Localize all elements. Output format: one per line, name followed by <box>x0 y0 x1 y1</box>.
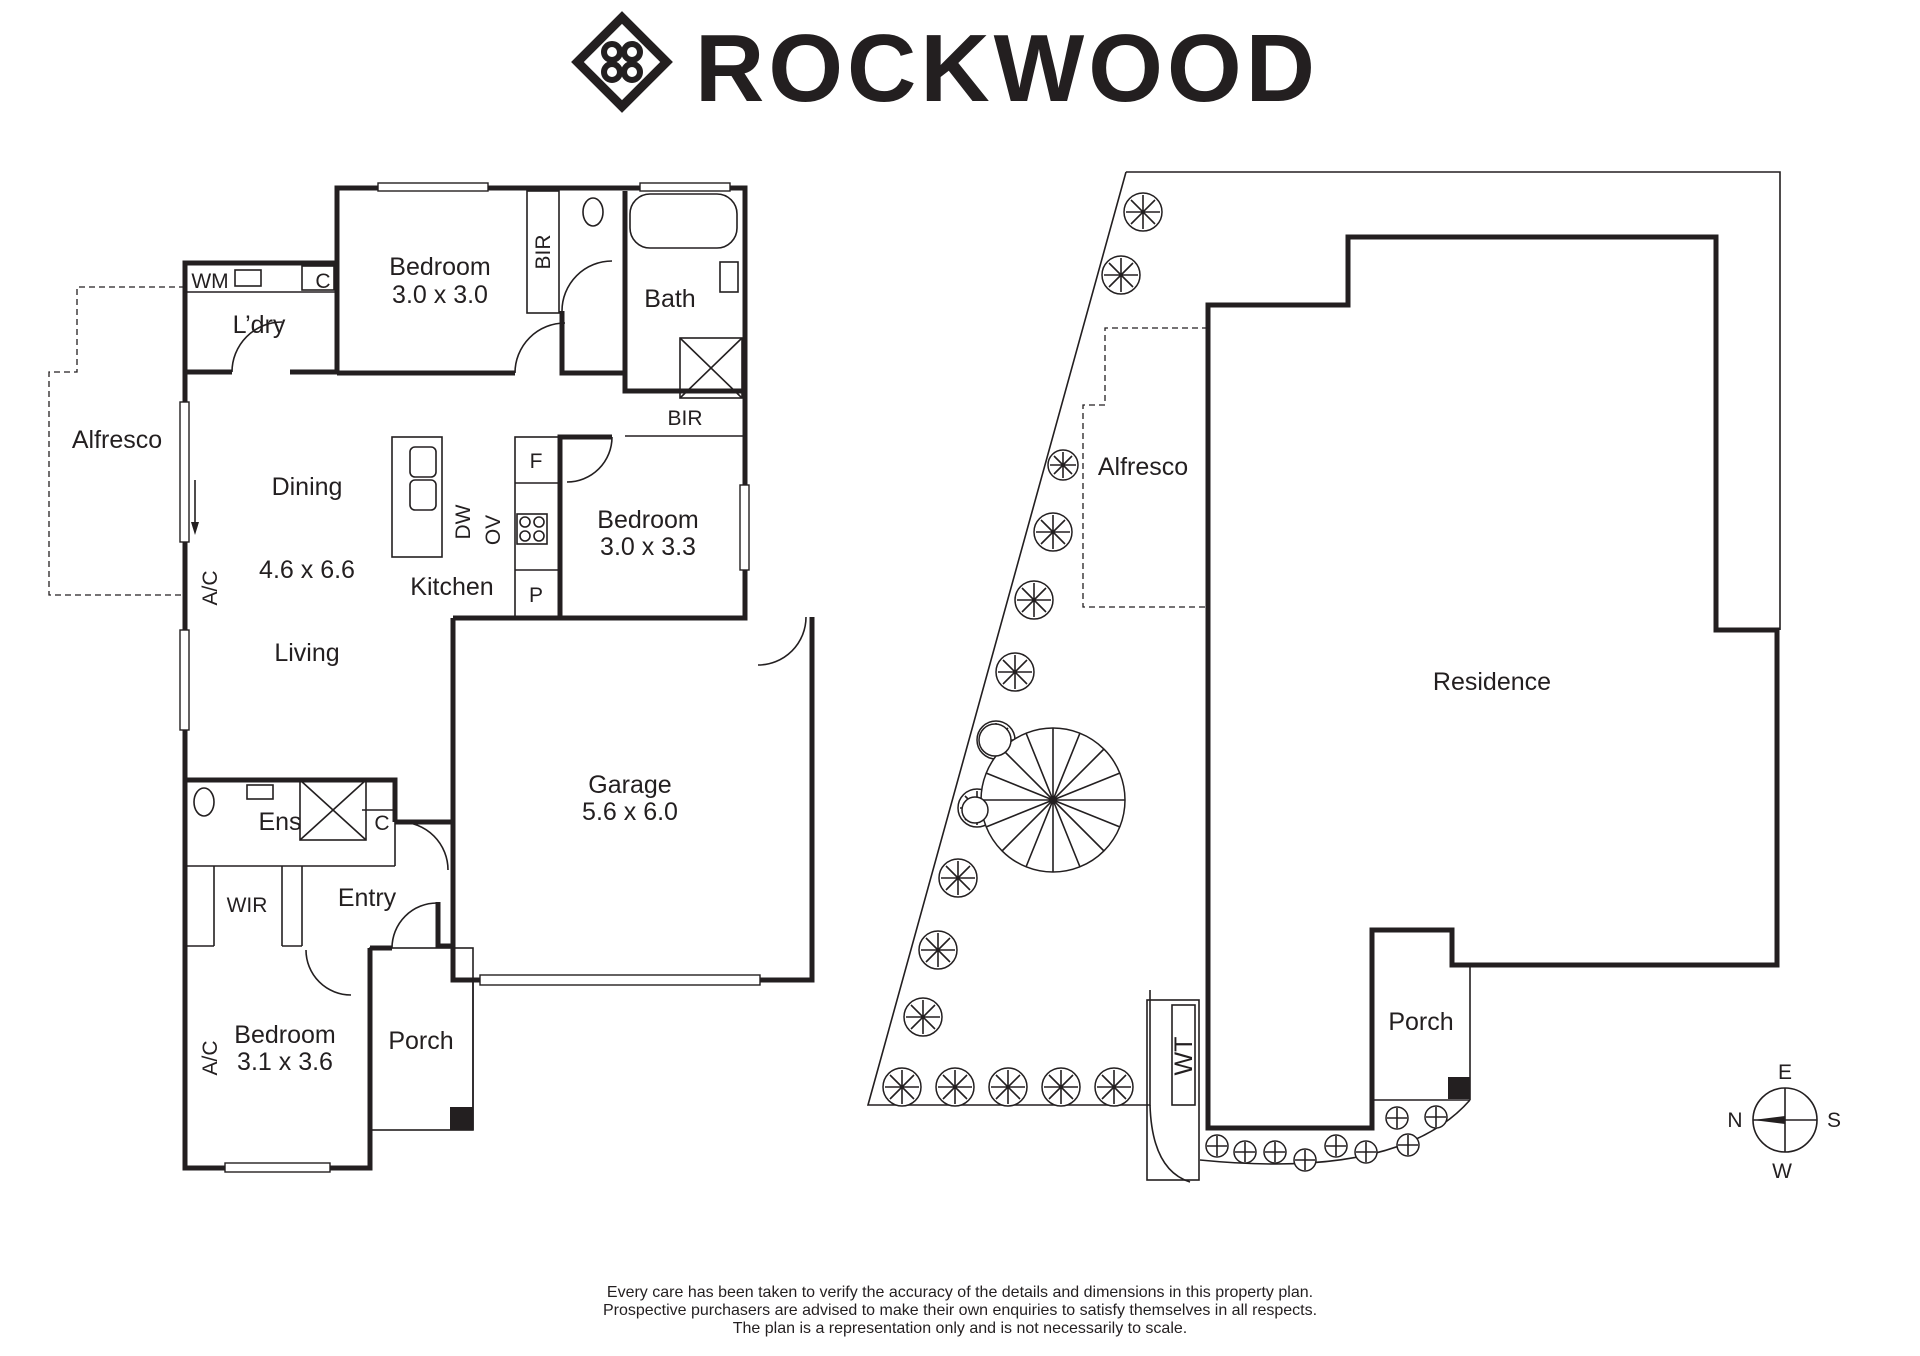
tree-icon <box>1205 1134 1229 1158</box>
tree-icon <box>1396 1133 1420 1157</box>
living-size: 4.6 x 6.6 <box>259 556 355 584</box>
ac2-label: A/C <box>199 1040 222 1075</box>
porch-label: Porch <box>388 1027 453 1055</box>
water-tank-label: WT <box>1170 1037 1198 1076</box>
tree-icon <box>988 1067 1028 1107</box>
bedroom2-name: Bedroom <box>597 506 698 534</box>
wir-label: WIR <box>227 894 268 917</box>
tree-icon <box>1014 580 1054 620</box>
pantry-label: P <box>529 584 543 607</box>
oven-label: OV <box>482 515 505 545</box>
compass-s: S <box>1827 1109 1841 1132</box>
laundry-label: L’dry <box>233 311 286 339</box>
dishwasher-label: DW <box>452 504 475 539</box>
bedroom1-name: Bedroom <box>389 253 490 281</box>
tree-icon <box>1424 1105 1448 1129</box>
house-walls <box>179 182 815 1173</box>
disclaimer-line-2: Prospective purchasers are advised to ma… <box>603 1302 1317 1319</box>
bedroom1-size: 3.0 x 3.0 <box>392 281 488 309</box>
entry-label: Entry <box>338 884 397 912</box>
residence-walls <box>1205 234 1780 1131</box>
bir1-label: BIR <box>532 234 555 269</box>
dining-label: Dining <box>272 473 343 501</box>
bath-label: Bath <box>644 285 695 313</box>
tree-icon <box>1293 1148 1317 1172</box>
compass-icon <box>1752 1087 1818 1153</box>
tree-icon <box>1047 449 1079 481</box>
kitchen-label: Kitchen <box>410 573 493 601</box>
compass-e: E <box>1778 1061 1792 1084</box>
compass-w: W <box>1772 1160 1792 1183</box>
site-alfresco-area <box>1082 327 1208 608</box>
tree-icon <box>1101 255 1141 295</box>
disclaimer-line-3: The plan is a representation only and is… <box>733 1320 1187 1337</box>
cupboard1-label: C <box>315 270 330 293</box>
garage-name: Garage <box>588 771 671 799</box>
rockwood-diamond-logo-icon <box>571 11 673 113</box>
tree-icon <box>935 1067 975 1107</box>
tree-icon <box>995 652 1035 692</box>
fridge-label: F <box>530 450 543 473</box>
residence-label: Residence <box>1433 668 1551 696</box>
brand-name: ROCKWOOD <box>695 15 1319 122</box>
trees-group <box>882 192 1448 1172</box>
tree-icon <box>1385 1106 1409 1130</box>
site-porch <box>1199 965 1471 1165</box>
tree-icon <box>918 930 958 970</box>
tree-icon <box>1263 1140 1287 1164</box>
tree-icon <box>903 997 943 1037</box>
tree-icon <box>882 1067 922 1107</box>
tree-icon <box>1324 1134 1348 1158</box>
wm-label: WM <box>191 270 228 293</box>
tree-icon <box>1041 1067 1081 1107</box>
water-tank <box>1146 999 1200 1181</box>
compass-n: N <box>1727 1109 1742 1132</box>
bir2-label: BIR <box>667 407 702 430</box>
bedroom3-name: Bedroom <box>234 1021 335 1049</box>
ac1-label: A/C <box>199 570 222 605</box>
site-alfresco-label: Alfresco <box>1098 453 1188 481</box>
living-label: Living <box>274 639 339 667</box>
tree-icon <box>1233 1140 1257 1164</box>
bedroom2-size: 3.0 x 3.3 <box>600 533 696 561</box>
tree-icon <box>938 858 978 898</box>
alfresco-area <box>48 286 185 596</box>
site-porch-label: Porch <box>1388 1008 1453 1036</box>
alfresco-label: Alfresco <box>72 426 162 454</box>
bedroom3-size: 3.1 x 3.6 <box>237 1048 333 1076</box>
cupboard2-label: C <box>374 812 389 835</box>
disclaimer-line-1: Every care has been taken to verify the … <box>607 1284 1313 1301</box>
large-tree-icon <box>961 723 1126 873</box>
tree-icon <box>1033 512 1073 552</box>
garage-size: 5.6 x 6.0 <box>582 798 678 826</box>
ensuite-label: Ens <box>258 808 301 836</box>
tree-icon <box>1094 1067 1134 1107</box>
tree-icon <box>1123 192 1163 232</box>
tree-icon <box>1354 1140 1378 1164</box>
